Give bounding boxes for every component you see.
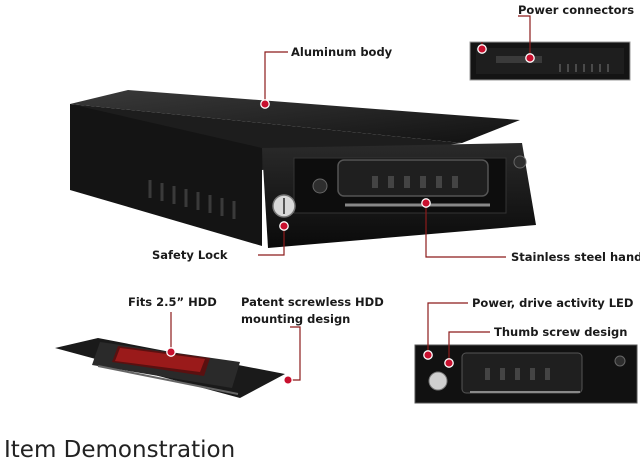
- side-vents: [148, 180, 236, 219]
- label-power-led: Power, drive activity LED: [472, 296, 633, 310]
- callout-markers: [166, 44, 535, 385]
- main-enclosure: [70, 90, 536, 248]
- label-safety-lock: Safety Lock: [152, 248, 228, 262]
- label-power-connectors: Power connectors: [518, 3, 634, 17]
- label-patent-line1: Patent screwless HDD: [241, 295, 384, 309]
- callout-labels: Power connectors Aluminum body Safety Lo…: [128, 3, 640, 339]
- label-patent-line2: mounting design: [241, 312, 350, 326]
- label-stainless-handle: Stainless steel handle: [511, 250, 640, 264]
- front-view-inset: [414, 344, 638, 404]
- hdd-tray: [55, 338, 285, 398]
- leader-lines: [170, 15, 531, 381]
- label-aluminum-body: Aluminum body: [291, 45, 393, 59]
- safety-lock-graphic: [272, 194, 296, 218]
- label-thumb-screw: Thumb screw design: [494, 325, 627, 339]
- rear-view-inset: [469, 41, 631, 81]
- tray-handle: [337, 159, 490, 207]
- item-demonstration-caption: Item Demonstration: [4, 437, 236, 463]
- label-fits-hdd: Fits 2.5” HDD: [128, 295, 217, 309]
